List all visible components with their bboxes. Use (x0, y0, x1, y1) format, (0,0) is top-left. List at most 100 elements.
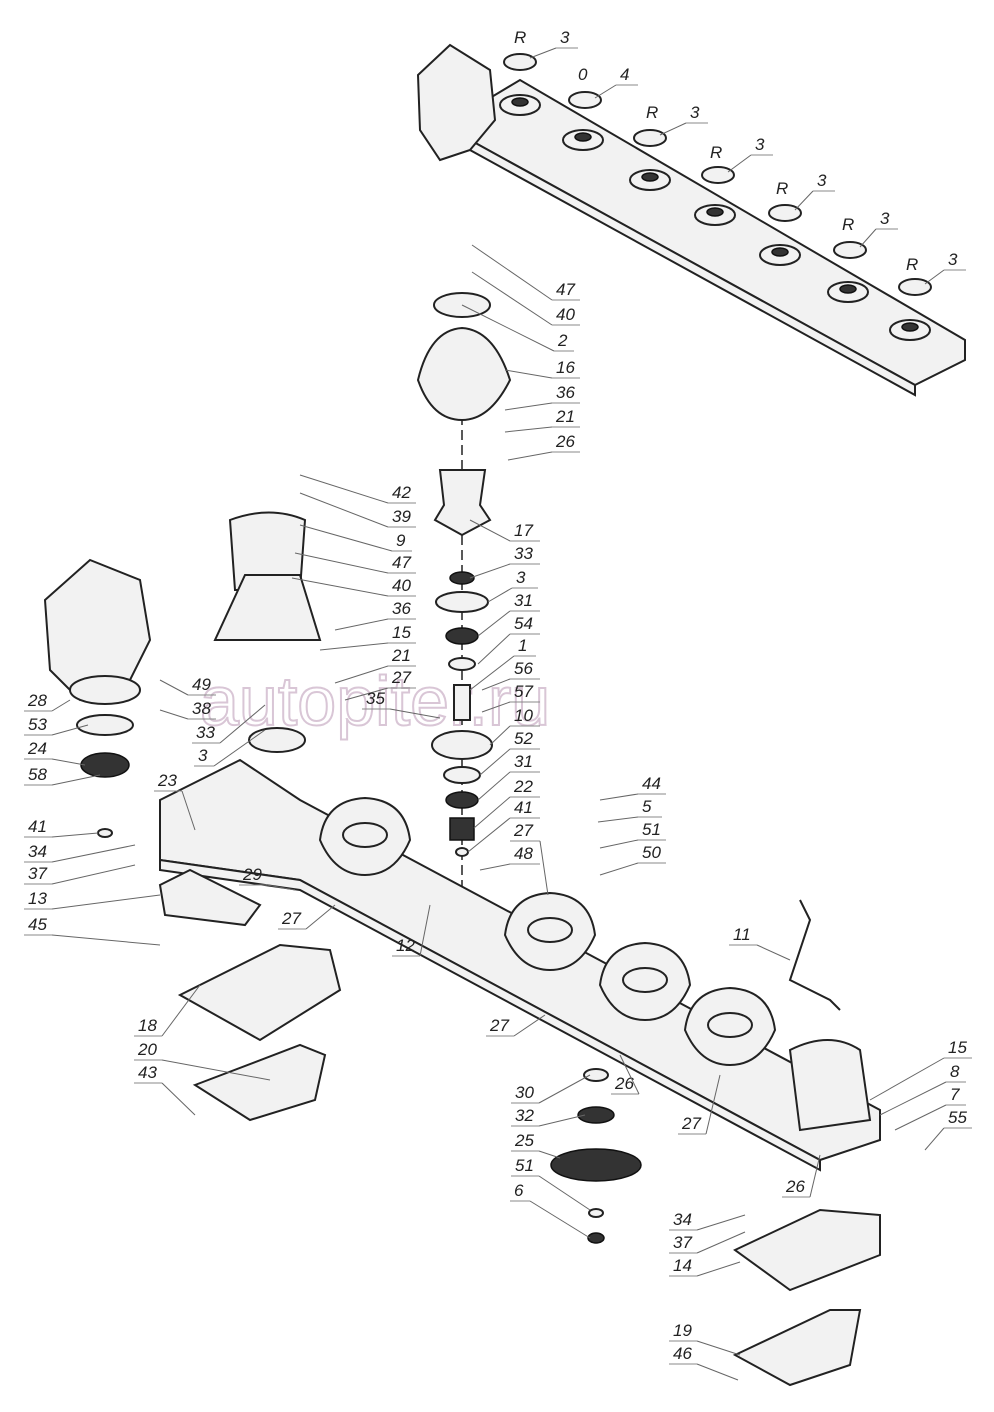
bearing-ring (633, 129, 667, 147)
leader-line (479, 748, 511, 776)
callout-label: 41 (28, 817, 47, 836)
callout-27: 27 (278, 904, 336, 930)
leader-line (461, 304, 555, 352)
callout-label: 9 (396, 531, 406, 550)
callout-label: 1 (518, 636, 527, 655)
callout-12: 12 (392, 904, 431, 957)
skid-14 (733, 1208, 881, 1292)
leader-line (619, 1054, 640, 1095)
callout-label: 40 (556, 305, 575, 324)
leader-line (529, 47, 557, 59)
callout-label: 25 (514, 1131, 534, 1150)
callout-53: 53 (24, 715, 89, 736)
callout-11: 11 (729, 925, 791, 961)
callout-label: 3 (755, 135, 765, 154)
leader-line (597, 816, 639, 823)
leader-line (504, 426, 553, 433)
callout-label: 51 (642, 820, 661, 839)
leader-line (924, 1127, 945, 1151)
callout-label: 30 (515, 1083, 534, 1102)
callout-label: 6 (514, 1181, 524, 1200)
upper-cutter-bar (416, 43, 966, 397)
callout-label: 26 (614, 1074, 634, 1093)
callout-label: 36 (556, 383, 575, 402)
leader-line (219, 704, 266, 744)
callout-label: 56 (514, 659, 533, 678)
callout-label: 22 (513, 777, 533, 796)
leader-line (51, 699, 71, 712)
leader-line (705, 1074, 721, 1135)
callout-label: 27 (681, 1114, 701, 1133)
callout-42: 42 (299, 474, 416, 504)
callout-8: 8 (879, 1062, 966, 1116)
skid-19 (732, 1309, 862, 1387)
callout-label: 29 (242, 865, 262, 884)
callout-15: 15 (869, 1038, 972, 1101)
leader-line (481, 678, 511, 691)
callout-label: 46 (673, 1344, 692, 1363)
callout-24: 24 (24, 739, 86, 766)
callout-label: 31 (514, 591, 533, 610)
callout-label: 42 (392, 483, 411, 502)
callout-49: 49 (159, 675, 216, 696)
callout-label: 14 (673, 1256, 692, 1275)
callout-label: 31 (514, 752, 533, 771)
leader-line (487, 587, 513, 603)
callout-38: 38 (159, 699, 216, 720)
leader-line (299, 474, 389, 504)
leader-line (696, 1363, 739, 1381)
leader-line (291, 577, 389, 597)
callout-15: 15 (319, 623, 416, 651)
callout-26: 26 (782, 1154, 821, 1198)
callout-label: 16 (556, 358, 575, 377)
leader-line (51, 934, 161, 946)
callout-27: 27 (344, 668, 416, 701)
callout-label: 58 (28, 765, 47, 784)
callout-label: 8 (950, 1062, 960, 1081)
callout-R: R (514, 28, 526, 47)
leader-line (594, 84, 617, 99)
callout-47: 47 (471, 244, 580, 301)
callout-27: 27 (678, 1074, 721, 1135)
leader-line (479, 863, 511, 871)
callout-label: 37 (28, 864, 47, 883)
callout-label: R (906, 255, 918, 274)
callout-label: 17 (514, 521, 533, 540)
leader-line (659, 122, 687, 136)
leader-line (696, 1261, 741, 1277)
callout-46: 46 (669, 1344, 739, 1381)
callout-55: 55 (924, 1108, 972, 1151)
leader-line (727, 154, 752, 173)
callout-label: 3 (948, 250, 958, 269)
leader-line (477, 610, 511, 637)
upper-gearbox (416, 43, 497, 162)
callout-39: 39 (299, 492, 416, 528)
callout-label: 20 (137, 1040, 157, 1059)
callout-26: 26 (507, 432, 580, 461)
callout-label: 32 (515, 1106, 534, 1125)
leader-line (51, 724, 89, 736)
callout-label: 34 (28, 842, 47, 861)
callout-16: 16 (504, 358, 580, 379)
callout-21: 21 (334, 646, 416, 684)
callout-27: 27 (486, 1014, 546, 1037)
callout-7: 7 (894, 1085, 966, 1131)
callout-label: 24 (27, 739, 47, 758)
callout-9: 9 (299, 524, 412, 552)
callout-3: 3 (859, 209, 898, 248)
callout-label: 21 (391, 646, 411, 665)
leader-line (51, 844, 136, 863)
leader-line (894, 1104, 947, 1131)
callout-label: 36 (392, 599, 411, 618)
leader-line (161, 1082, 196, 1116)
callout-label: 40 (392, 576, 411, 595)
callout-10: 10 (489, 706, 540, 746)
callout-label: 18 (138, 1016, 157, 1035)
callout-label: 15 (392, 623, 411, 642)
leader-line (507, 451, 553, 461)
leader-line (161, 984, 201, 1037)
callout-R: R (906, 255, 918, 274)
callout-31: 31 (477, 591, 540, 637)
disc-stack (416, 292, 512, 900)
